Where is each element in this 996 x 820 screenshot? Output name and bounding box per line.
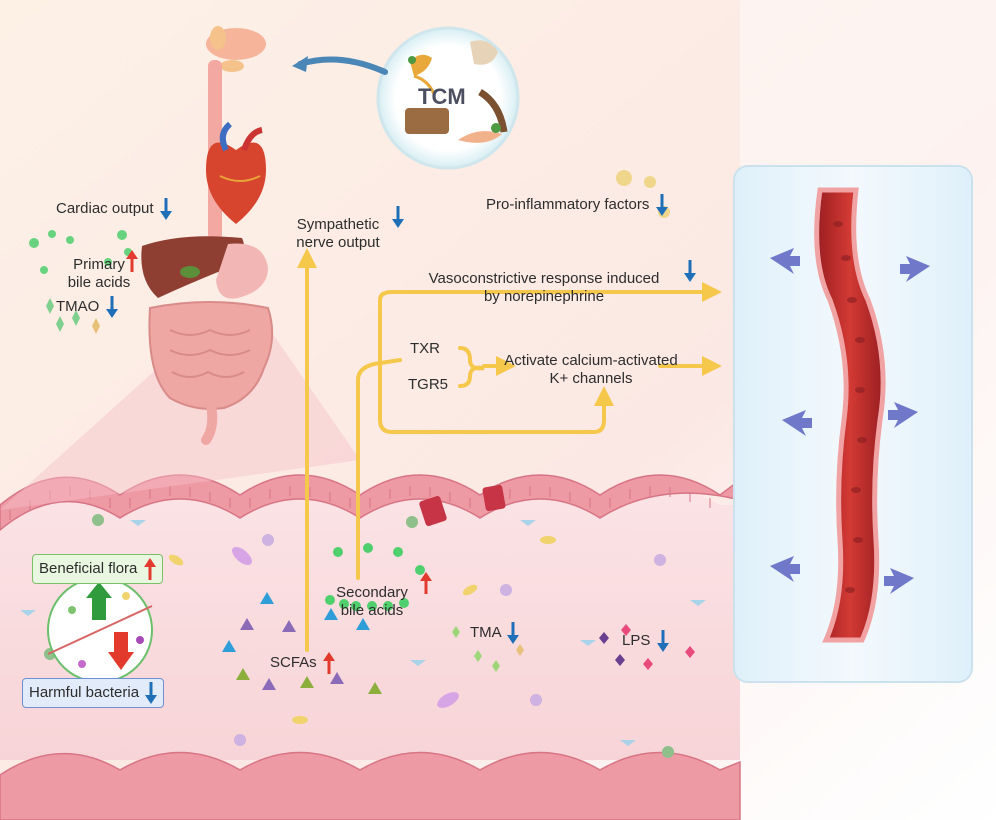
harmful-bacteria-text: Harmful bacteria: [29, 683, 140, 701]
primary-bile-acids-label: Primary bile acids: [54, 238, 144, 292]
flora-circle: [47, 577, 153, 683]
dilation-arrows: [770, 248, 930, 594]
heart-icon: [206, 121, 266, 224]
gut-microbes: [20, 514, 706, 758]
arrow-up-icon: [322, 652, 335, 674]
tmao-particles: [46, 298, 100, 334]
arrow-down-icon: [105, 296, 118, 318]
arrow-down-icon: [655, 194, 668, 216]
cardiac-output-label: Cardiac output: [56, 198, 172, 220]
flow-arrows: [297, 248, 722, 652]
arrow-down-icon: [145, 682, 158, 704]
brain-icon: [206, 26, 266, 72]
vasoconstrictive-text: Vasoconstrictive response induced by nor…: [428, 270, 660, 305]
cardiac-output-text: Cardiac output: [56, 199, 154, 217]
arrow-down-icon: [684, 260, 696, 282]
primary-bile-acids-text: Primary bile acids: [67, 256, 131, 291]
intestine-icon: [148, 301, 274, 445]
tcm-label: TCM: [418, 84, 466, 109]
arrow-down-icon: [656, 630, 669, 652]
body-organs: [141, 26, 274, 445]
stomach-icon: [216, 243, 268, 299]
tcm-to-body-arrow: [297, 56, 388, 75]
arrow-up-icon: [143, 558, 156, 580]
lps-label: LPS: [622, 630, 669, 652]
lps-text: LPS: [622, 631, 651, 649]
liver-icon: [141, 236, 245, 298]
calcium-channels-label: Activate calcium-activated K+ channels: [486, 334, 696, 388]
beneficial-flora-badge: Beneficial flora: [32, 554, 163, 584]
tgr5-label: TGR5: [408, 376, 449, 393]
intestinal-lumen: [0, 474, 741, 820]
txr-label: TXR: [410, 340, 440, 357]
scfas-text: SCFAs: [270, 653, 317, 671]
calcium-channels-text: Activate calcium-activated K+ channels: [504, 352, 678, 387]
blood-vessel-icon: [814, 187, 886, 643]
arrow-down-icon: [392, 206, 404, 228]
arrow-up-icon: [420, 572, 432, 594]
secondary-bile-acids-label: Secondary bile acids: [326, 566, 418, 620]
vessel-panel: [733, 165, 973, 683]
bile-acid-particles: [29, 230, 132, 274]
scfa-particles: [222, 592, 382, 694]
beneficial-flora-text: Beneficial flora: [39, 559, 138, 577]
tma-label: TMA: [470, 622, 520, 644]
secondary-bile-acid-particles: [325, 543, 425, 611]
arrow-up-icon: [126, 250, 138, 272]
tma-text: TMA: [470, 623, 501, 641]
tmao-label: TMAO: [56, 296, 118, 318]
vasoconstrictive-label: Vasoconstrictive response induced by nor…: [402, 252, 686, 306]
tma-particles: [452, 626, 524, 672]
scfas-label: SCFAs: [270, 652, 335, 674]
arrow-down-icon: [159, 198, 172, 220]
tcm-herbs: [376, 26, 520, 170]
herb-icon: [405, 40, 508, 143]
pro-inflammatory-text: Pro-inflammatory factors: [486, 195, 650, 213]
secondary-bile-acids-text: Secondary bile acids: [336, 584, 408, 619]
harmful-bacteria-badge: Harmful bacteria: [22, 678, 165, 708]
lps-particles: [599, 624, 695, 670]
sympathetic-text: Sympathetic nerve output: [296, 216, 380, 251]
arrow-down-icon: [507, 622, 520, 644]
tmao-text: TMAO: [56, 297, 100, 315]
sympathetic-label: Sympathetic nerve output: [286, 198, 390, 252]
pro-inflammatory-label: Pro-inflammatory factors: [486, 194, 668, 216]
